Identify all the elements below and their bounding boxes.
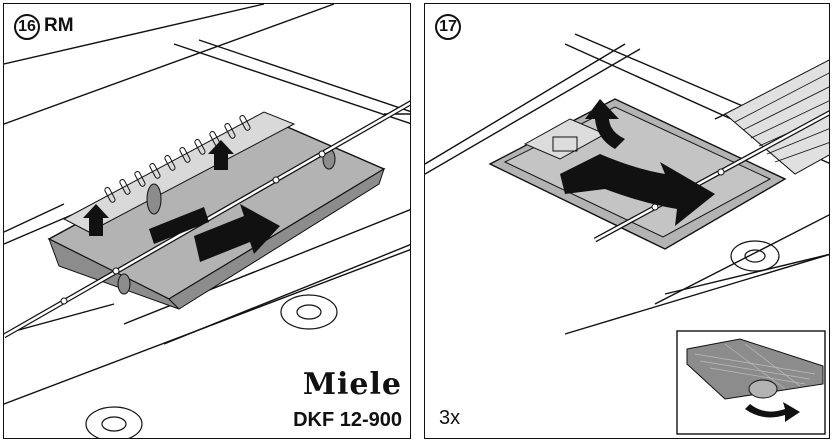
brand-logo: Miele [302,367,402,402]
step-16-panel: 16 RM Miele DKF 12-900 [3,3,411,439]
inset-detail [676,330,826,435]
hood-lamp [85,294,338,438]
quantity-label: 3x [439,407,461,429]
slide-arrow-icon [149,204,280,262]
step-16-illustration [4,4,410,438]
rotate-arrow-icon [585,99,625,149]
step-number-badge: 16 [14,14,40,40]
vent-grid [724,59,829,175]
slide-arrow-icon [560,154,715,226]
hood-lamp [730,240,780,272]
model-variant-tag: RM [44,15,74,36]
lift-arrow-icon [83,140,234,236]
step-number-badge: 17 [435,14,461,40]
step-17-panel: 17 3x [424,3,830,439]
step-17-illustration [425,33,829,435]
model-number: DKF 12-900 [293,409,402,431]
